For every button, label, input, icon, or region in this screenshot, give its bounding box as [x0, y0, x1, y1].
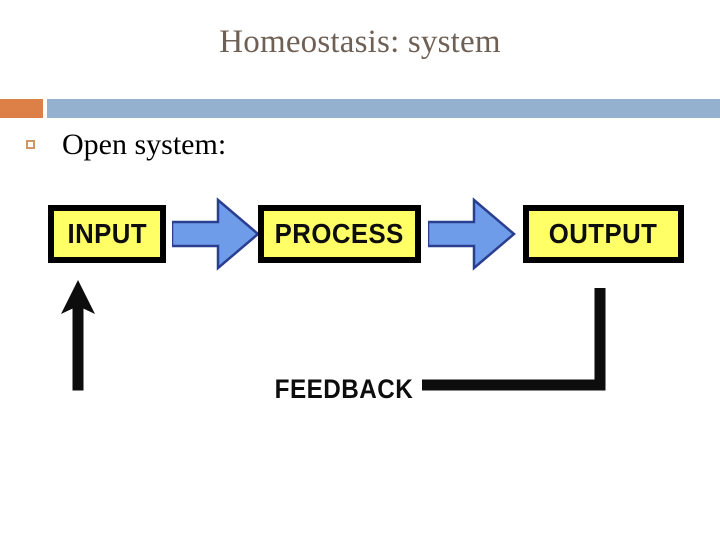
feedback-loop-path [61, 280, 606, 396]
bullet-list-item: Open system: [26, 124, 686, 170]
title-divider-bar [47, 99, 720, 118]
title-accent-block [0, 99, 43, 118]
flow-node-output-label: OUTPUT [549, 218, 658, 249]
flow-node-input-label: INPUT [67, 218, 147, 249]
right-block-arrow-icon [428, 197, 516, 271]
square-bullet-icon [26, 140, 35, 149]
right-block-arrow-icon [172, 197, 260, 271]
flow-node-output[interactable]: OUTPUT [523, 205, 684, 263]
feedback-label: FEEDBACK [274, 374, 414, 404]
open-system-flow-diagram: INPUT PROCESS OUTPUT [0, 180, 720, 430]
flow-node-process[interactable]: PROCESS [258, 205, 421, 263]
bullet-item-label: Open system: [62, 128, 227, 161]
page-title: Homeostasis: system [219, 24, 501, 60]
flow-node-input[interactable]: INPUT [48, 205, 166, 263]
flow-node-process-label: PROCESS [274, 218, 405, 249]
